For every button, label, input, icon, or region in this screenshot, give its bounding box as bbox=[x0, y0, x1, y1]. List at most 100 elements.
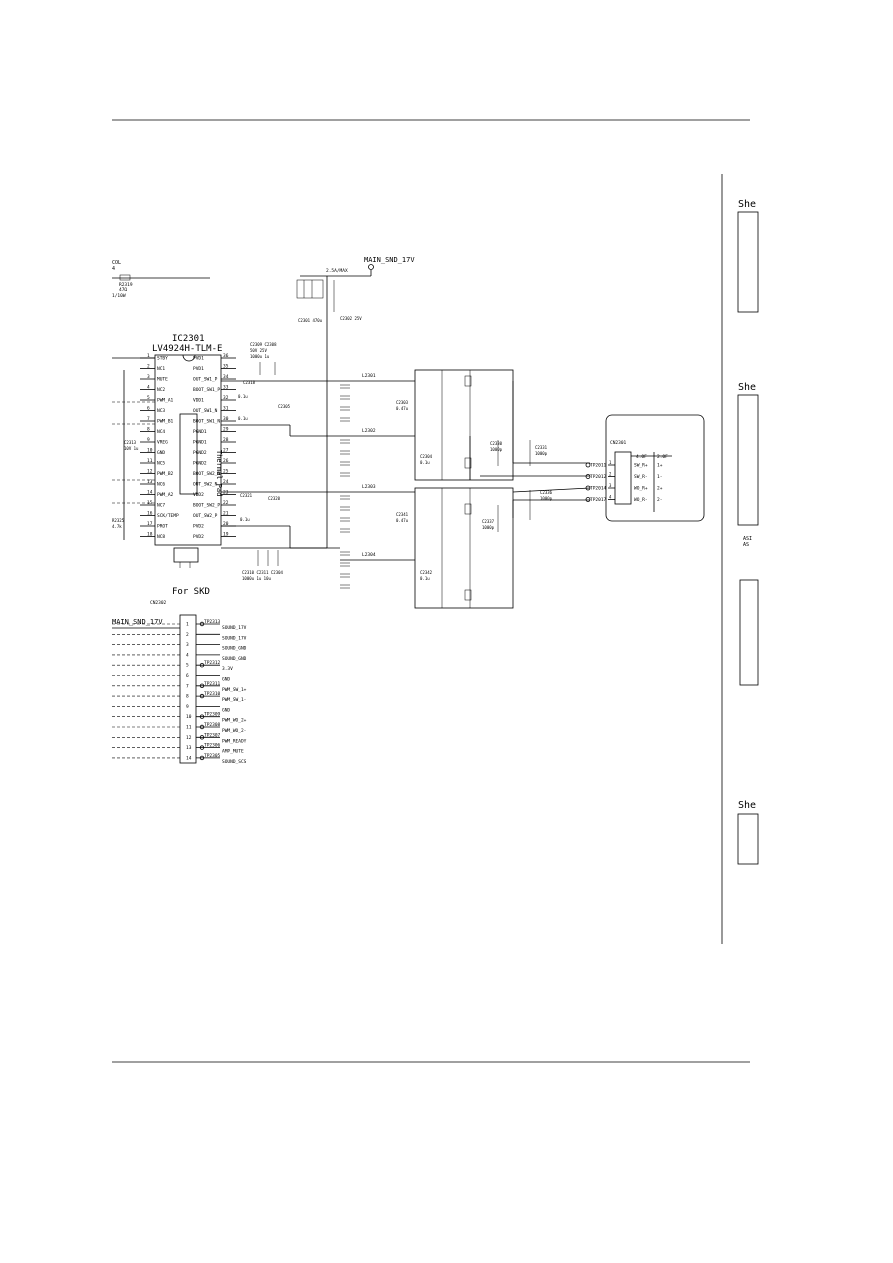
svg-text:4: 4 bbox=[112, 266, 115, 272]
ic-pin-label: OUT_SW2_N bbox=[193, 482, 218, 488]
ic-pin-number: 6 bbox=[147, 406, 150, 412]
svg-text:1000p: 1000p bbox=[490, 447, 503, 452]
skd-pin-number: 1 bbox=[186, 622, 189, 628]
ic-pin-label: MUTE bbox=[157, 377, 168, 383]
test-point-label: TP2306 bbox=[204, 743, 221, 749]
test-point-label: TP2311 bbox=[204, 681, 221, 687]
svg-text:1000u 1u: 1000u 1u bbox=[250, 354, 270, 359]
connector-pin-number: 3 bbox=[609, 483, 612, 488]
skd-pin-number: 10 bbox=[186, 714, 192, 720]
skd-pin-number: 4 bbox=[186, 652, 189, 658]
svg-text:1/10W: 1/10W bbox=[112, 293, 126, 299]
ic-pin-number: 32 bbox=[223, 395, 229, 401]
test-point-label: TP2017 bbox=[590, 497, 607, 503]
svg-text:0.1u: 0.1u bbox=[240, 517, 250, 522]
connector-pin-polarity: 1- bbox=[657, 474, 662, 480]
skd-ref: CN2302 bbox=[150, 600, 167, 606]
test-point-label: TP2309 bbox=[204, 712, 221, 718]
ic-pin-number: 31 bbox=[223, 406, 229, 412]
skd-pin-label: SOUND_SCS bbox=[222, 759, 247, 765]
test-point bbox=[199, 663, 205, 668]
ic-pin-label: PVD2 bbox=[193, 524, 204, 530]
ic-pin-number: 29 bbox=[223, 427, 229, 433]
test-point bbox=[199, 621, 205, 627]
test-point-label: TP2312 bbox=[204, 660, 221, 666]
skd-pin-label: PWM_SW_1+ bbox=[222, 687, 247, 693]
svg-text:1000p: 1000p bbox=[540, 496, 553, 501]
ic-pin-number: 33 bbox=[223, 385, 229, 391]
ic-pin-number: 28 bbox=[223, 437, 229, 443]
skd-title: For SKD bbox=[172, 587, 210, 597]
output-wiring: C2318 0.1u C2305 0.1u C2321 C2320 0.1u C… bbox=[221, 342, 340, 581]
svg-text:C2304: C2304 bbox=[420, 454, 433, 459]
svg-text:C2341: C2341 bbox=[396, 512, 409, 517]
ic-pin-number: 18 bbox=[147, 532, 153, 538]
skd-pin-label: SOUND_17V bbox=[222, 625, 247, 631]
ic-pin-label: PVD1 bbox=[193, 356, 204, 362]
test-point bbox=[199, 755, 205, 761]
skd-net: MAIN_SND_17V bbox=[112, 618, 163, 626]
ic-pin-number: 10 bbox=[147, 448, 153, 454]
ic-pin-number: 27 bbox=[223, 448, 229, 454]
ic-pin-number: 7 bbox=[147, 416, 150, 422]
svg-text:0.1u: 0.1u bbox=[420, 576, 430, 581]
sheet-ref-label: She bbox=[738, 199, 756, 210]
ic-pin-label: VDD1 bbox=[193, 398, 204, 404]
ic-pin-label: BOOT_SW2_P bbox=[193, 503, 220, 509]
ic-pin-number: 8 bbox=[147, 427, 150, 433]
ic-pin-number: 22 bbox=[223, 500, 229, 506]
svg-text:2.0F: 2.0F bbox=[657, 454, 668, 460]
svg-text:C2302 25V: C2302 25V bbox=[340, 316, 362, 321]
connector-pin-name: WO_R- bbox=[634, 497, 648, 503]
skd-pin-label: PWM_WO_2+ bbox=[222, 718, 247, 724]
ic-pin-number: 1 bbox=[147, 353, 150, 359]
svg-text:0.1u: 0.1u bbox=[238, 394, 248, 399]
svg-text:R2319: R2319 bbox=[119, 282, 133, 288]
svg-text:C2337: C2337 bbox=[482, 519, 495, 524]
ic-pin-number: 2 bbox=[147, 364, 150, 370]
skd-pin-number: 11 bbox=[186, 725, 192, 731]
sheet-ref-label: She bbox=[738, 382, 756, 393]
ic-pin-number: 24 bbox=[223, 479, 229, 485]
sheet-ref-3: She bbox=[737, 800, 759, 865]
test-point bbox=[585, 474, 591, 479]
filter-network: L2301 L2302 L2303 L2304 C2303 0.47u C230… bbox=[340, 369, 591, 609]
skd-pin-number: 8 bbox=[186, 694, 189, 700]
test-point bbox=[585, 497, 591, 502]
svg-text:C2342: C2342 bbox=[420, 570, 433, 575]
skd-pin-label: PWM_READY bbox=[222, 738, 247, 744]
svg-text:4.0F: 4.0F bbox=[636, 454, 647, 460]
test-point bbox=[199, 683, 205, 688]
connector-pin-polarity: 2- bbox=[657, 497, 662, 503]
svg-text:C2313: C2313 bbox=[124, 440, 137, 445]
thermal-pad bbox=[179, 413, 198, 495]
skd-pin-label: SOUND_GND bbox=[222, 646, 247, 652]
ic-pin-number: 11 bbox=[147, 458, 153, 464]
ic-pin-label: VDD2 bbox=[193, 492, 204, 498]
ic-pin-label: OUT_SW1_P bbox=[193, 377, 218, 383]
svg-text:0.1u: 0.1u bbox=[420, 460, 430, 465]
ic-title: LV4924H-TLM-E bbox=[152, 344, 222, 354]
ic-pin-label: NC6 bbox=[157, 482, 165, 488]
ic-pin-label: GND bbox=[157, 450, 165, 456]
connector-pin-name: SW_R+ bbox=[634, 463, 648, 469]
test-point-label: TP2305 bbox=[204, 753, 221, 759]
svg-text:C2336: C2336 bbox=[540, 490, 553, 495]
ic-pin-label: PWM_A2 bbox=[157, 492, 174, 498]
svg-text:L2302: L2302 bbox=[362, 428, 376, 434]
ic-pin-label: NC1 bbox=[157, 366, 165, 372]
ic-pin-label: VREG bbox=[157, 440, 168, 446]
ic-pin-number: 35 bbox=[223, 364, 229, 370]
skd-pin-label: SOUND_GND bbox=[222, 656, 247, 662]
svg-text:C2318: C2318 bbox=[243, 380, 256, 385]
ic-pin-label: BOOT_SW1_N bbox=[193, 419, 220, 425]
svg-text:0.1u: 0.1u bbox=[238, 416, 248, 421]
ic-pin-label: PGND2 bbox=[193, 450, 207, 456]
ic-pin-number: 26 bbox=[223, 458, 229, 464]
svg-text:4.7k: 4.7k bbox=[112, 524, 122, 529]
skd-pin-number: 3 bbox=[186, 642, 189, 648]
left-bus: C2313 10V 1u R2325 4.7k bbox=[112, 357, 155, 540]
ic-pin-label: PVD2 bbox=[193, 534, 204, 540]
test-point-label: TP2310 bbox=[204, 691, 221, 697]
